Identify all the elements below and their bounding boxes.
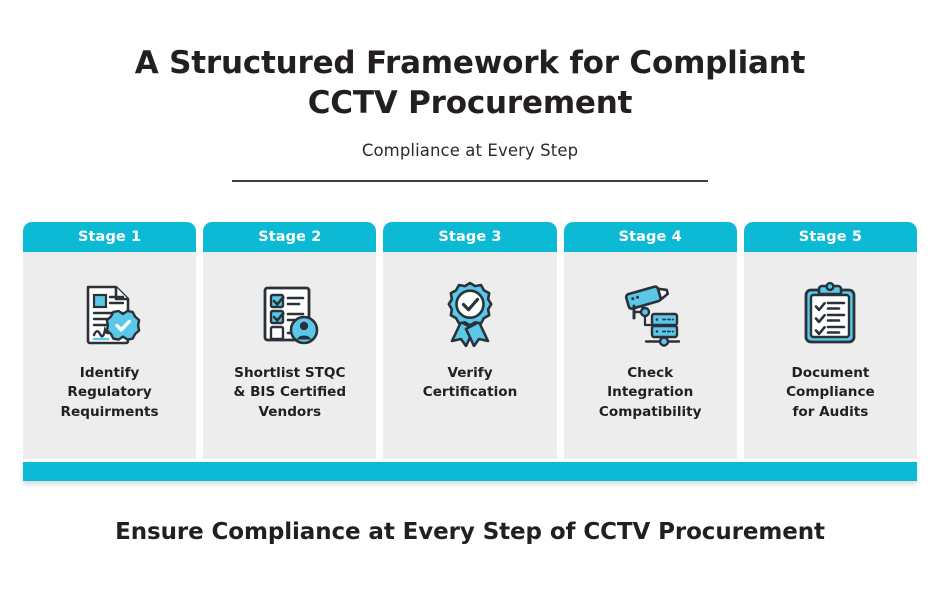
header-divider	[232, 180, 708, 183]
stage-card-4-header-label: Stage 4	[618, 229, 682, 245]
stage-card-5-body: Document Compliance for Audits	[744, 252, 917, 459]
stage-card-2-label: Shortlist STQC & BIS Certified Vendors	[233, 365, 347, 420]
stage-card-2-header-label: Stage 2	[258, 229, 322, 245]
stage-card-5-label: Document Compliance for Audits	[786, 365, 875, 420]
cctv-server-network-icon	[614, 278, 686, 350]
stage-card-1-label: Identify Regulatory Requirments	[60, 365, 159, 420]
stage-card-3-body: Verify Certification	[383, 252, 556, 459]
stage-card-2-body: Shortlist STQC & BIS Certified Vendors	[203, 252, 376, 459]
clipboard-checklist-icon	[794, 278, 866, 350]
checklist-vendor-icon	[254, 278, 326, 350]
stage-card-2-header: Stage 2	[203, 222, 377, 252]
stage-card-5-header-label: Stage 5	[798, 229, 863, 245]
stage-card-5[interactable]: Stage 5	[743, 222, 918, 459]
stage-card-4-body: Check Integration Compatibility	[564, 252, 737, 459]
stage-card-4-header: Stage 4	[563, 222, 737, 252]
stage-card-3[interactable]: Stage 3 Verify Certification	[383, 222, 557, 459]
page-title-line-2: CCTV Procurement	[307, 84, 633, 121]
stages-container: Stage 1	[23, 222, 918, 459]
stage-card-3-label: Verify Certification	[422, 365, 518, 401]
stage-card-1-header: Stage 1	[23, 222, 197, 252]
stages-row: Stage 1	[23, 222, 918, 459]
page-title-line-1: A Structured Framework for Compliant	[134, 45, 806, 81]
award-badge-check-icon	[434, 278, 506, 350]
stage-card-3-header: Stage 3	[383, 222, 557, 252]
stage-card-1-header-label: Stage 1	[77, 229, 142, 245]
page-title: A Structured Framework for Compliant CCT…	[120, 44, 820, 123]
stage-card-3-header-label: Stage 3	[438, 229, 502, 245]
stage-card-5-header: Stage 5	[743, 222, 918, 252]
stage-card-4-label: Check Integration Compatibility	[598, 365, 702, 420]
stage-card-4[interactable]: Stage 4	[563, 222, 737, 459]
document-verified-icon	[74, 278, 146, 350]
stage-card-1[interactable]: Stage 1	[23, 222, 197, 459]
stage-card-1-body: Identify Regulatory Requirments	[23, 252, 196, 459]
footer-section: Ensure Compliance at Every Step of CCTV …	[0, 519, 940, 545]
header-section: A Structured Framework for Compliant CCT…	[0, 0, 940, 183]
footer-caption: Ensure Compliance at Every Step of CCTV …	[115, 519, 825, 545]
page-subtitle: Compliance at Every Step	[361, 141, 579, 161]
stage-card-2[interactable]: Stage 2	[203, 222, 377, 459]
bottom-accent-bar	[23, 462, 917, 481]
